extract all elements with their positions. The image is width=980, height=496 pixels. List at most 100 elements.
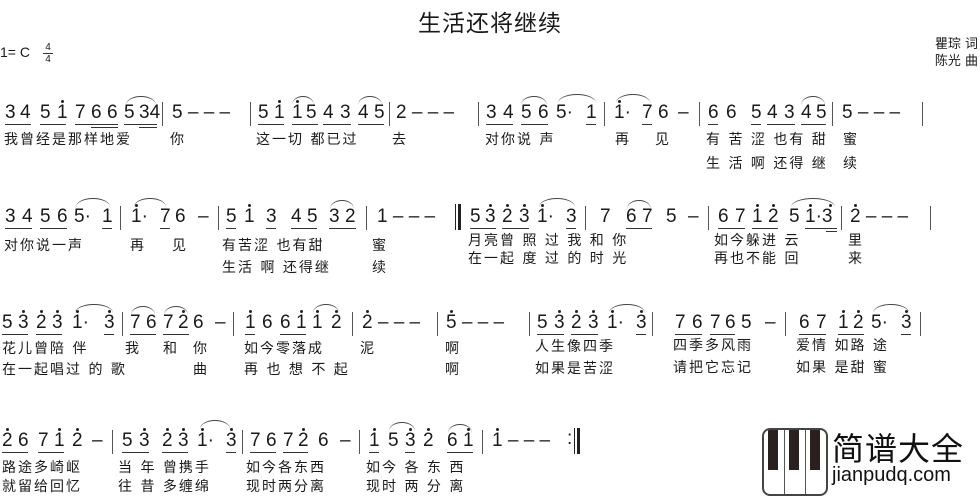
- note: 5·: [871, 312, 888, 333]
- note: 2: [36, 312, 47, 333]
- lyric: 就留给回忆: [2, 479, 82, 495]
- note: 1: [244, 206, 255, 227]
- note: 2 – – –: [362, 312, 421, 333]
- note: 1·: [537, 206, 554, 227]
- note: 3: [329, 206, 340, 227]
- note: 3: [139, 430, 150, 451]
- lyric: 人生像四季: [535, 339, 615, 355]
- note: 7: [675, 312, 686, 333]
- note: 3: [784, 102, 795, 123]
- note: 6: [193, 312, 204, 333]
- note: 6: [318, 430, 329, 451]
- note: 7: [600, 206, 611, 227]
- note: 5: [258, 102, 269, 123]
- note: –: [215, 312, 226, 333]
- note: –: [92, 430, 103, 451]
- note: 2: [298, 430, 309, 451]
- note: 34: [139, 102, 161, 123]
- lyric: 四季多风雨: [673, 338, 753, 354]
- barline: [122, 312, 123, 336]
- lyric: 你: [193, 341, 209, 357]
- barline: [708, 206, 709, 230]
- note: 5: [521, 102, 532, 123]
- time-signature-top: 4: [45, 42, 51, 53]
- lyric: 如果 是甜 蜜: [796, 360, 889, 376]
- note: 5: [374, 102, 385, 123]
- note: 3: [485, 206, 496, 227]
- note: 5: [751, 102, 762, 123]
- note: 1: [274, 102, 285, 123]
- note: 5: [2, 312, 13, 333]
- note: 2: [345, 206, 356, 227]
- song-title: 生活还将继续: [418, 11, 562, 37]
- lyric: 在一起唱过 的 歌: [2, 362, 127, 378]
- double-barline: [455, 204, 456, 230]
- credits: 瞿琮 词 陈光 曲: [935, 36, 978, 70]
- note: 7: [38, 430, 49, 451]
- note: 6: [692, 312, 703, 333]
- note: 6: [718, 206, 729, 227]
- note: 1·: [197, 430, 214, 451]
- note: 2: [571, 312, 582, 333]
- note: 2: [2, 430, 13, 451]
- lyric: 这一切 都已过: [256, 132, 359, 148]
- note: 2: [72, 430, 83, 451]
- lyric: 如今零落成: [244, 341, 324, 357]
- note: 1: [752, 206, 763, 227]
- note: 3: [901, 312, 912, 333]
- barline: [250, 102, 251, 126]
- note: 2: [423, 430, 434, 451]
- lyric: 曲: [193, 362, 209, 378]
- note: 7: [642, 102, 653, 123]
- note: 2 – – –: [850, 206, 909, 227]
- barline: [120, 206, 121, 230]
- note: –: [198, 206, 209, 227]
- note: 7: [283, 430, 294, 451]
- note: 3: [52, 312, 63, 333]
- note: 1: [54, 430, 65, 451]
- note: 1 – – –: [377, 206, 436, 227]
- note: 5: [666, 206, 677, 227]
- lyric: 请把它忘记: [673, 360, 753, 376]
- note: 4: [291, 206, 302, 227]
- lyric: 见: [172, 238, 188, 254]
- lyric: 我曾经是那样地爱: [4, 132, 132, 148]
- lyric: 对你说 声: [485, 132, 556, 148]
- note: –: [340, 430, 351, 451]
- lyric: 蜜: [843, 132, 859, 148]
- note: 1·3: [805, 206, 833, 227]
- barline: [785, 312, 786, 336]
- note: 1: [838, 312, 849, 333]
- time-signature: 4 4: [42, 42, 54, 65]
- note: 3: [486, 102, 497, 123]
- barline: [841, 206, 842, 230]
- note: 6: [708, 102, 719, 123]
- note: 5·: [74, 206, 91, 227]
- lyric: 路途多崎岖: [2, 460, 82, 476]
- lyric: 如今 各 东 西: [366, 460, 466, 476]
- note: 4: [20, 102, 31, 123]
- note: 6: [18, 430, 29, 451]
- lyric: 有 苦 涩 也有 甜: [706, 132, 828, 148]
- note: 2: [178, 312, 189, 333]
- note: –: [678, 102, 689, 123]
- note: 1·: [131, 206, 148, 227]
- note: 3: [266, 206, 277, 227]
- note: 1: [586, 102, 597, 123]
- time-signature-bottom: 4: [45, 54, 51, 65]
- note: 3: [588, 312, 599, 333]
- note: 2: [502, 206, 513, 227]
- note: 3: [405, 430, 416, 451]
- barline: [922, 102, 923, 126]
- barline: [218, 206, 219, 230]
- note: 2 – – –: [396, 102, 455, 123]
- end-repeat-barline: [574, 428, 575, 454]
- note: 5: [816, 102, 827, 123]
- lyric: 当 年 曾携手: [118, 460, 211, 476]
- note: 3: [226, 430, 237, 451]
- note: 5: [388, 430, 399, 451]
- note: 6: [799, 312, 810, 333]
- lyric: 里: [848, 233, 864, 249]
- note: 6: [175, 206, 186, 227]
- barline: [604, 102, 605, 126]
